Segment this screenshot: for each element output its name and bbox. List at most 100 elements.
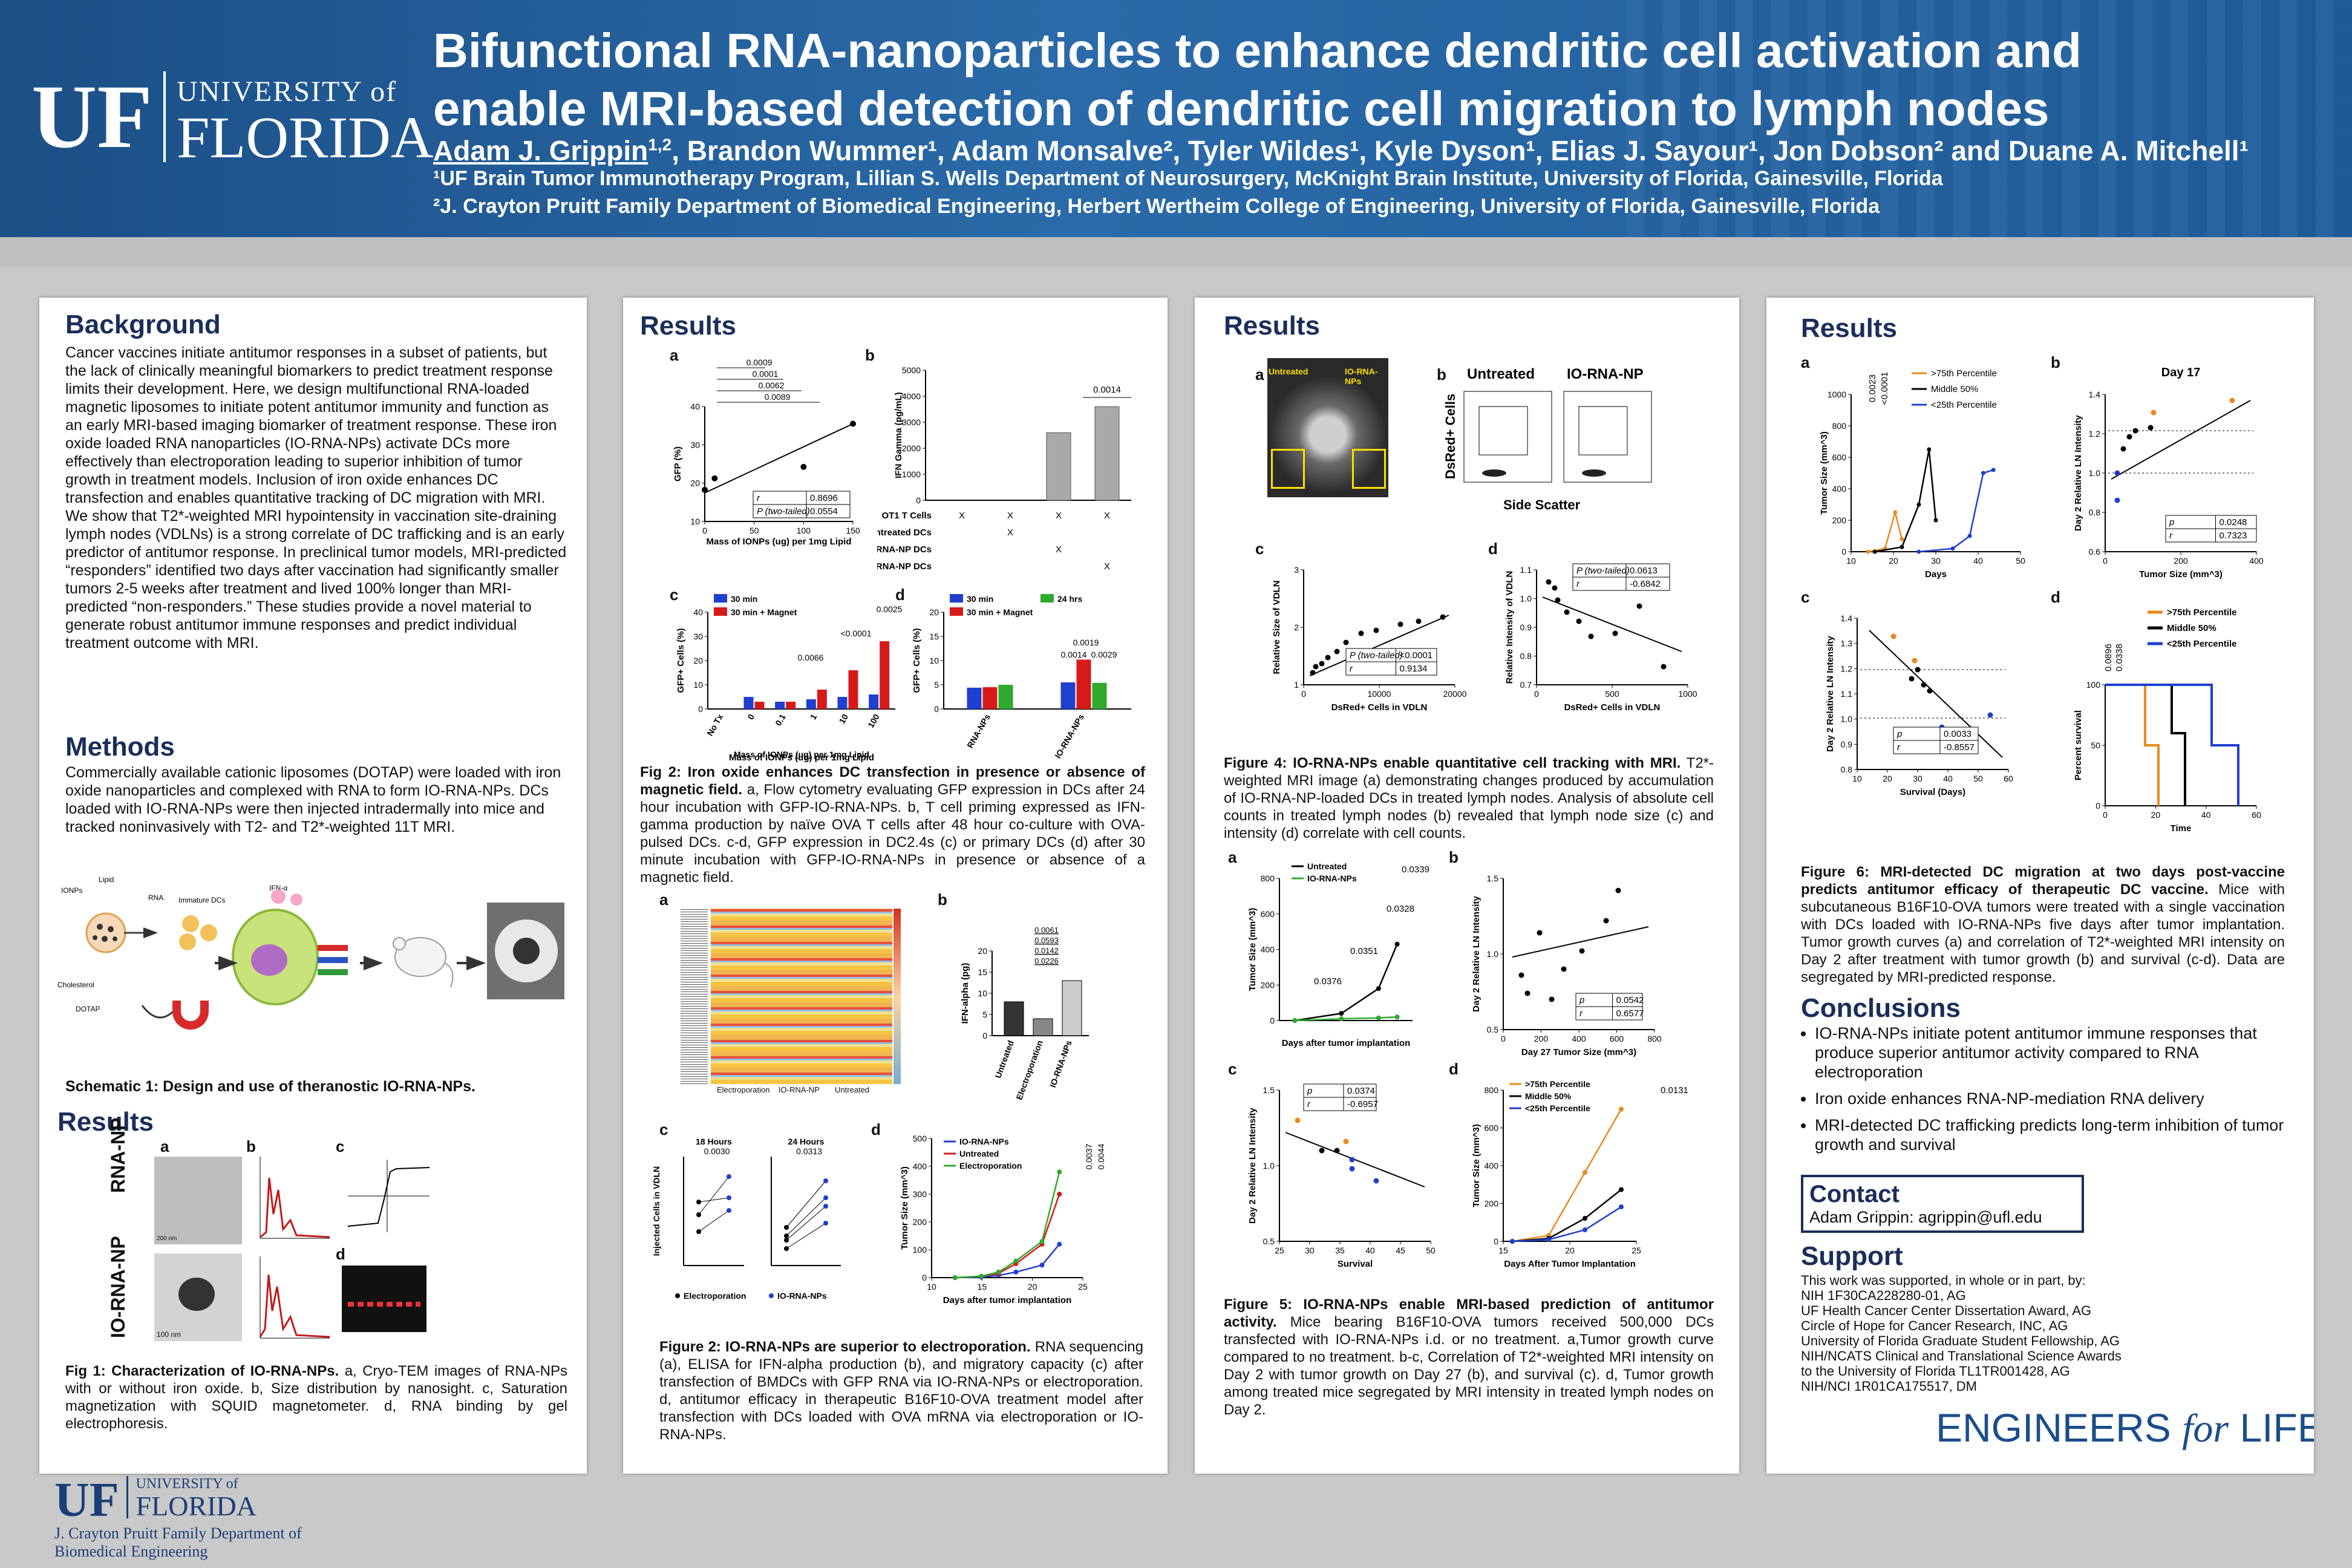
p-value-label: <0.0001 [1880,372,1890,405]
stats-key: p [1579,995,1584,1005]
data-point [1583,1227,1587,1232]
y-tick-label: 500 [913,1134,927,1143]
legend-label: Untreated [959,1149,999,1158]
stats-value: 0.0554 [810,506,838,517]
svg-text:DsRed+ Cells: DsRed+ Cells [1443,394,1458,479]
conclusion-item: IO-RNA-NPs initiate potent antitumor imm… [1815,1024,2293,1082]
contact-email[interactable]: Adam Grippin: agrippin@ufl.edu [1809,1208,2042,1226]
data-point [1373,627,1379,633]
stats-key: P (two-tailed) [1350,650,1403,661]
x-tick-label: 40 [1943,774,1953,783]
author-list: Adam J. Grippin1,2, Brandon Wummer¹, Ada… [433,134,2249,167]
y-tick-label: 20 [978,946,987,956]
trend-line [1869,630,2003,758]
x-tick-label: 20000 [1443,689,1467,699]
y-tick-label: 0 [2096,801,2100,811]
data-point [1661,664,1667,670]
y-axis-label: GFP (%) [673,446,683,482]
stats-key: p [1307,1086,1312,1096]
column-background-methods: Background Cancer vaccines initiate anti… [39,298,587,1474]
y-axis-label: Injected Cells in VDLN [652,1166,661,1256]
x-tick-label: 500 [1605,689,1619,699]
data-point [1546,1237,1551,1243]
y-tick-label: 40 [693,607,703,617]
data-point [784,1238,789,1243]
fig1b-size-distribution [259,1157,330,1339]
legend-label: Middle 50% [1931,384,1978,394]
p-value-label: 0.0029 [1091,650,1117,659]
y-tick-label: 30 [693,632,703,641]
y-tick-label: 200 [1832,515,1847,525]
stats-cell [1303,1097,1377,1111]
x-tick-label: 50 [1426,1246,1436,1255]
data-point [1921,682,1927,688]
x-tick-label: 30 [1913,774,1922,783]
bar [1060,682,1076,709]
bar [1033,1018,1053,1036]
nanoparticle-icon [85,912,126,953]
bar [743,697,754,709]
y-axis-label: Day 2 Relative LN Intensity [2073,414,2083,531]
x-tick-label: 10000 [1368,689,1391,699]
condition-mark: X [1007,528,1013,538]
data-point [1603,918,1609,924]
data-point [1927,688,1933,694]
fig2-caption: Fig 2: Iron oxide enhances DC transfecti… [640,763,1145,886]
data-point [978,1273,984,1279]
data-point [1636,603,1642,609]
support-line: NIH/NCATS Clinical and Translational Sci… [1801,1348,2122,1364]
y-axis-label: IFN-alpha (pg) [960,963,970,1024]
legend-label: <25th Percentile [1931,400,1997,410]
bar [1092,682,1107,709]
x-axis-label: Tumor Size (mm^3) [2139,569,2223,580]
y-axis-label: IFN Gamma (pg/mL) [893,392,904,479]
category-label: No Tx [705,712,725,737]
fig3a-heatmap: Electroporation IO-RNA-NP Untreated [681,909,923,1094]
data-point [727,1195,731,1200]
p-value-label: 0.0001 [753,369,779,379]
p-value-label: 0.0014 [1061,650,1087,659]
y-tick-label: 1.4 [1841,613,1853,623]
y-tick-label: 10 [978,988,987,998]
legend-label: <25th Percentile [2167,639,2236,649]
legend-label: <25th Percentile [1525,1103,1590,1113]
y-axis-label: Relative Intensity of VDLN [1504,571,1515,684]
bar [806,699,816,709]
x-axis-label: Days After Tumor Implantation [1504,1259,1636,1269]
y-tick-label: 20 [693,656,703,665]
y-tick-label: 1.3 [1841,639,1853,648]
legend-label: 30 min + Magnet [731,607,797,617]
y-tick-label: 200 [1485,1199,1499,1209]
x-tick-label: 30 [1305,1246,1315,1255]
x-tick-label: 30 [1931,556,1941,566]
data-point [1912,658,1918,664]
fig3-caption-body: RNA sequencing (a), ELISA for IFN-alpha … [659,1339,1143,1443]
data-point [2151,410,2157,416]
title-line-2: enable MRI-based detection of dendritic … [433,82,2050,136]
x-tick-label: 200 [2174,556,2188,566]
x-tick-label: 10 [1852,774,1862,783]
y-tick-label: 5 [934,680,939,690]
x-tick-label: 600 [1610,1034,1624,1044]
data-point [952,1275,958,1280]
affiliation-2: ²J. Crayton Pruitt Family Department of … [433,195,1880,218]
affiliation-1: ¹UF Brain Tumor Immunotherapy Program, L… [433,167,1943,190]
p-value-label: 0.0037 [1084,1143,1094,1169]
fig1-label-c: c [336,1137,345,1155]
data-point [1373,1178,1379,1184]
data-point [1579,948,1585,954]
efl-life: LIFE. [2239,1405,2314,1450]
panel-title: 24 Hours [788,1137,825,1146]
fig1-label-b: b [246,1137,256,1155]
data-point [1576,618,1582,624]
stats-key: r [1576,579,1580,589]
stats-value: 0.6577 [1616,1008,1644,1019]
x-tick-label: 0 [702,526,707,535]
data-point [1013,1258,1019,1264]
bar [1094,406,1120,501]
category-label: 0 [745,712,756,721]
y-tick-label: 0.9 [1841,739,1853,749]
